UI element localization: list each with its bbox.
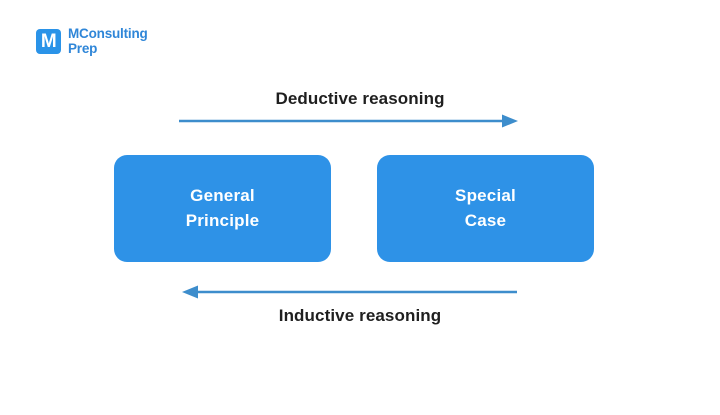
logo-name-line-2: Prep <box>68 40 98 56</box>
box-special-case-line-2: Case <box>464 210 507 230</box>
deductive-arrow <box>179 114 518 128</box>
deductive-reasoning-label: Deductive reasoning <box>275 89 445 108</box>
brand-logo: M MConsulting Prep <box>36 26 148 56</box>
inductive-arrow <box>182 285 517 299</box>
logo-wordmark: MConsulting Prep <box>68 26 148 56</box>
logo-name-line-1: MConsulting <box>68 26 148 41</box>
logo-mark-letter: M <box>40 31 57 53</box>
box-general-principle[interactable]: General Principle <box>114 155 331 262</box>
box-general-principle-line-2: Principle <box>185 210 260 230</box>
box-special-case[interactable]: Special Case <box>377 155 594 262</box>
logo-mark-icon: M <box>36 29 61 55</box>
box-general-principle-line-1: General <box>190 185 255 205</box>
box-special-case-line-1: Special <box>455 185 516 205</box>
inductive-reasoning-label: Inductive reasoning <box>278 306 442 325</box>
